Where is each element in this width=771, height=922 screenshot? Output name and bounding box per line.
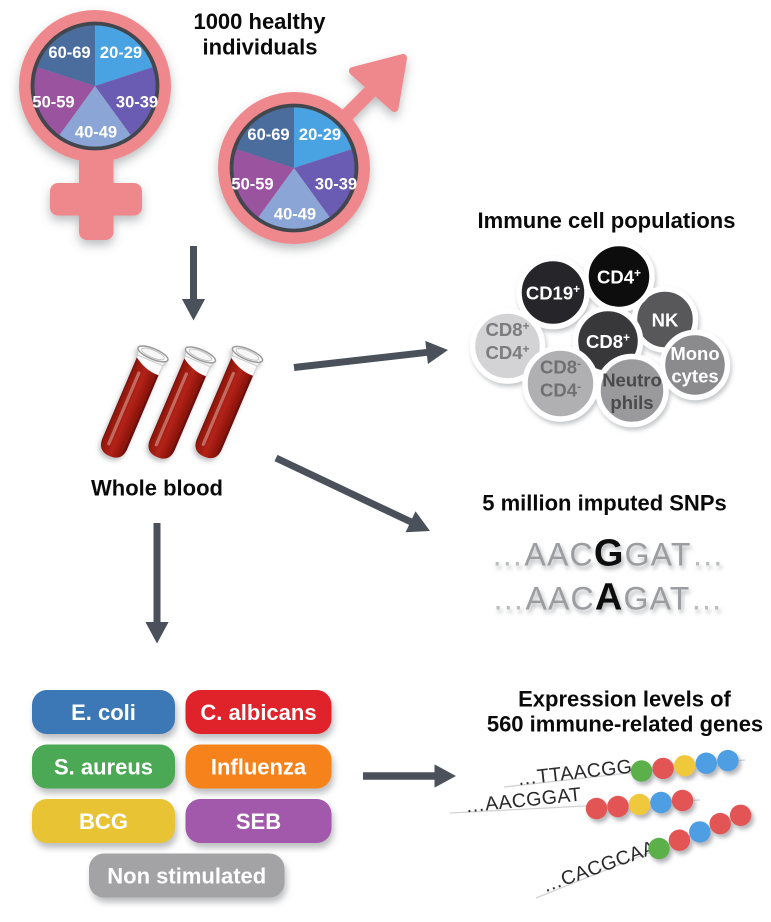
svg-text:1000 healthy: 1000 healthy: [193, 9, 326, 34]
svg-text:560 immune-related genes: 560 immune-related genes: [487, 712, 763, 737]
svg-text:50-59: 50-59: [231, 175, 273, 193]
svg-text:…AACGGAT: …AACGGAT: [464, 784, 582, 818]
svg-text:Neutro: Neutro: [602, 370, 662, 391]
svg-text:Mono: Mono: [670, 343, 719, 364]
svg-text:CD4+: CD4+: [597, 266, 641, 288]
svg-text:NK: NK: [652, 310, 679, 331]
svg-text:cytes: cytes: [671, 366, 718, 387]
svg-text:5 million imputed SNPs: 5 million imputed SNPs: [482, 491, 726, 516]
svg-text:60-69: 60-69: [48, 44, 90, 62]
svg-text:phils: phils: [610, 392, 653, 413]
svg-text:individuals: individuals: [203, 35, 318, 60]
svg-text:Expression levels of: Expression levels of: [518, 687, 731, 712]
svg-text:40-49: 40-49: [75, 123, 117, 141]
svg-text:Immune cell populations: Immune cell populations: [478, 208, 736, 233]
svg-text:20-29: 20-29: [100, 44, 142, 62]
svg-text:CD4-: CD4-: [540, 380, 581, 401]
svg-text:40-49: 40-49: [274, 205, 316, 223]
svg-text:CD8+: CD8+: [586, 331, 630, 353]
svg-text:…AACAGAT…: …AACAGAT…: [492, 577, 723, 619]
svg-text:30-39: 30-39: [116, 94, 158, 112]
svg-text:Non stimulated: Non stimulated: [107, 864, 266, 889]
svg-text:SEB: SEB: [236, 809, 281, 834]
svg-text:50-59: 50-59: [32, 93, 74, 111]
svg-text:…AACGGAT…: …AACGGAT…: [491, 533, 725, 575]
svg-text:Whole blood: Whole blood: [91, 476, 223, 501]
svg-text:CD19+: CD19+: [526, 282, 580, 304]
svg-text:CD8-: CD8-: [540, 357, 581, 378]
svg-text:E. coli: E. coli: [71, 700, 136, 725]
svg-text:C. albicans: C. albicans: [200, 700, 316, 725]
svg-text:S. aureus: S. aureus: [54, 755, 153, 780]
svg-text:20-29: 20-29: [299, 126, 341, 144]
svg-text:CD4+: CD4+: [485, 342, 529, 363]
svg-text:30-39: 30-39: [315, 176, 357, 194]
svg-text:60-69: 60-69: [247, 126, 289, 144]
svg-text:Influenza: Influenza: [211, 755, 307, 780]
svg-text:…CACGCAA: …CACGCAA: [539, 837, 659, 898]
svg-text:CD8+: CD8+: [485, 319, 529, 340]
svg-text:BCG: BCG: [79, 809, 128, 834]
